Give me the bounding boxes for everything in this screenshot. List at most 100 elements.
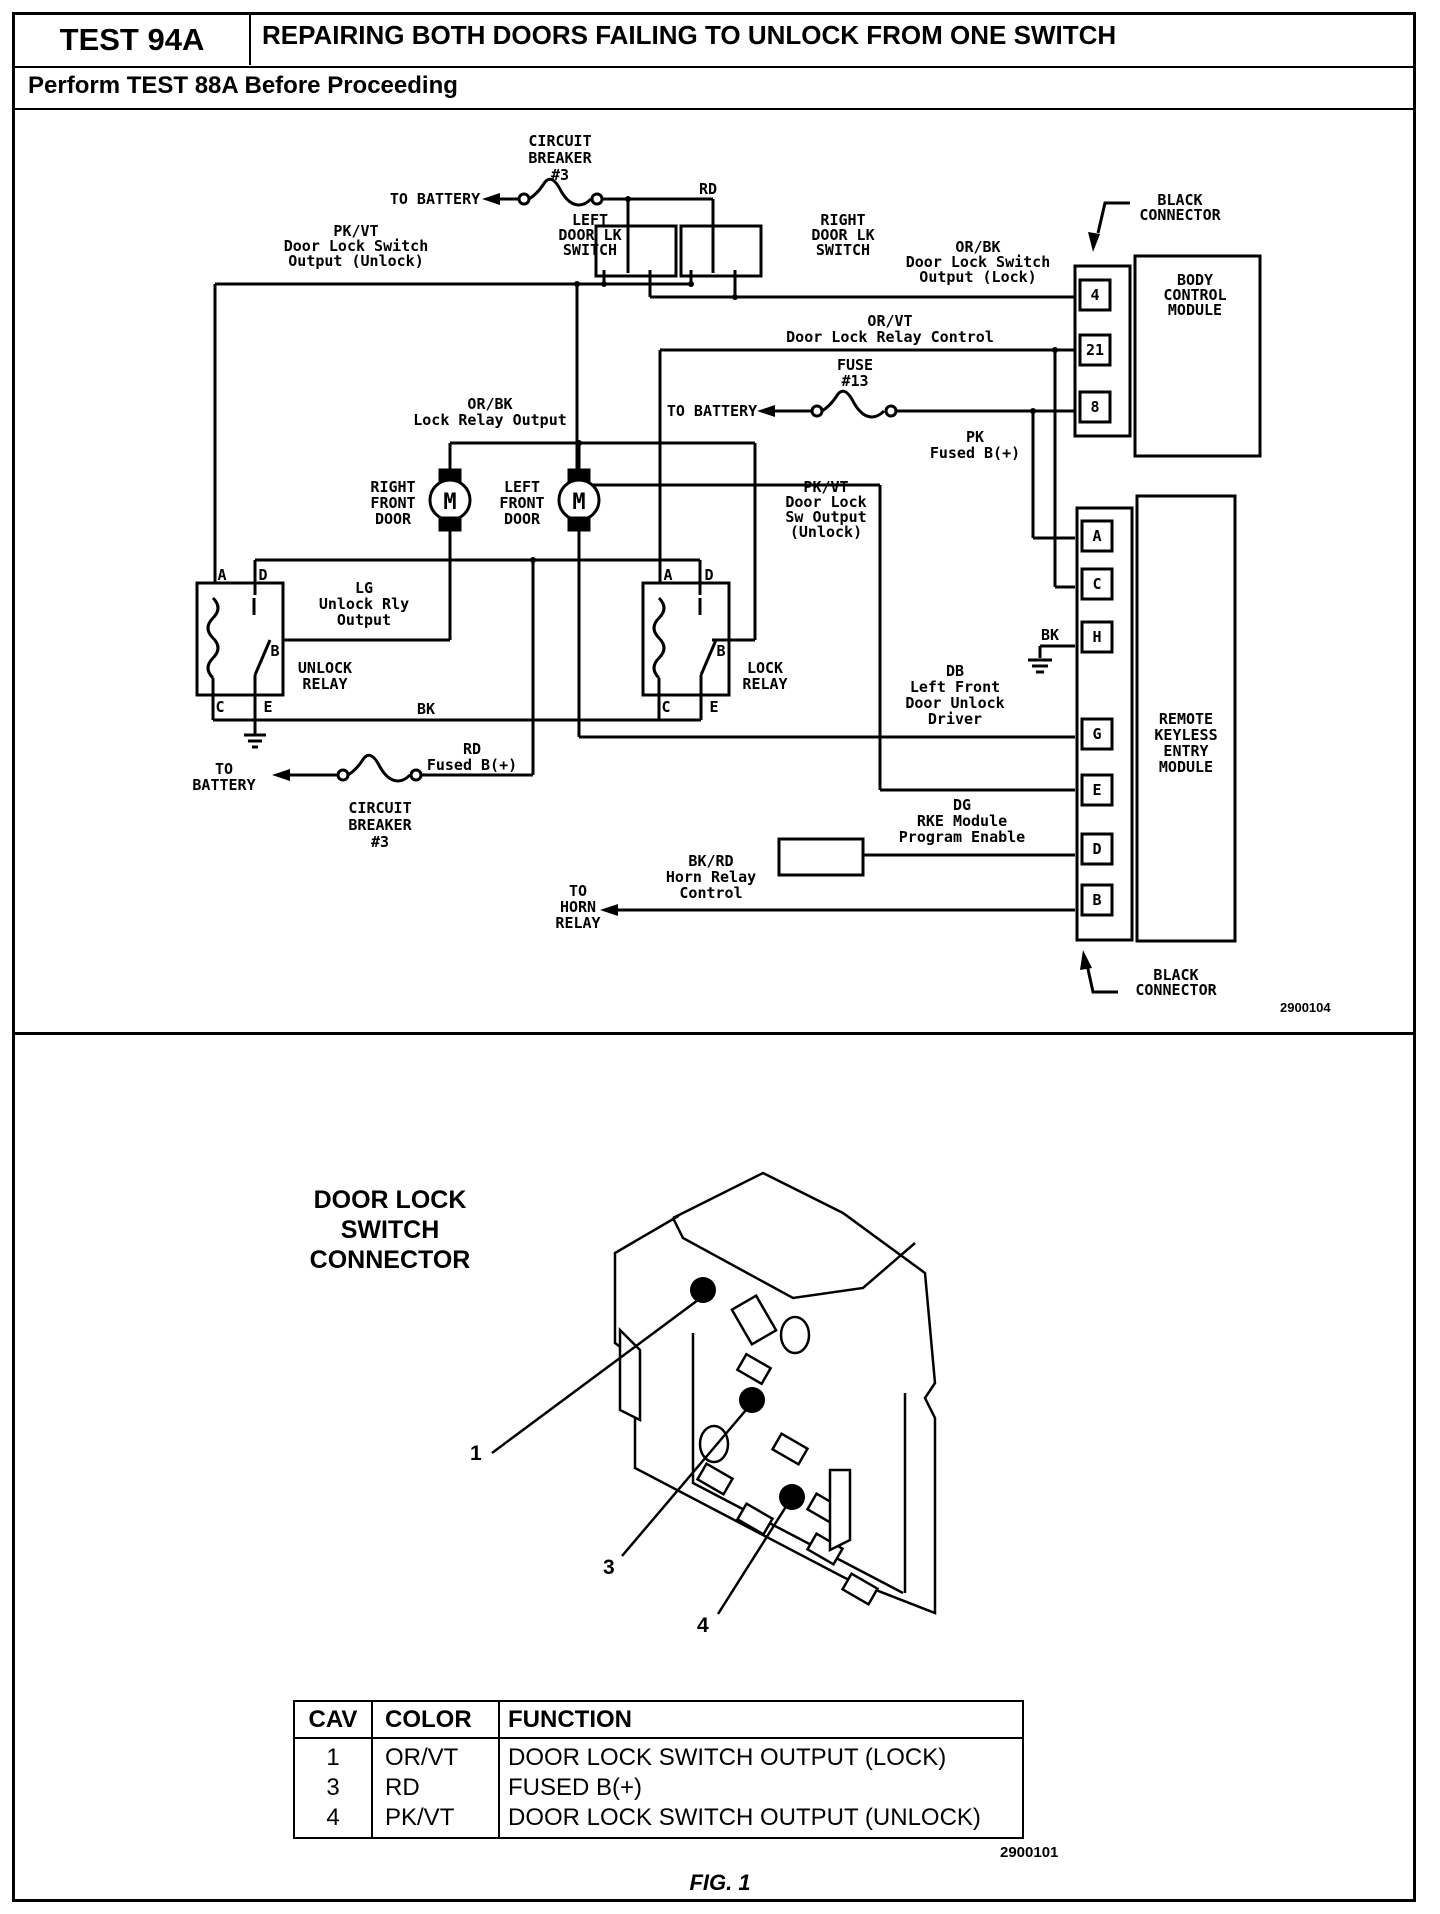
relay-coil [206, 596, 220, 680]
cavity [695, 1461, 735, 1497]
cell-color: RD [372, 1773, 500, 1803]
pin-c: C [661, 698, 670, 716]
arrow-icon [600, 904, 618, 916]
rke-pin-label: G [1092, 725, 1101, 743]
arrow-icon [1080, 950, 1092, 970]
rke-pin-e [1080, 773, 1114, 807]
right-door-lock-switch [679, 224, 763, 278]
connector-title: DOOR LOCK SWITCH CONNECTOR [290, 1185, 490, 1275]
program-enable-connector [777, 837, 865, 877]
cell-color: OR/VT [372, 1738, 500, 1773]
connector-pointer [1084, 959, 1118, 994]
cavity-1-pin [690, 1277, 716, 1303]
callout-leaders [491, 1298, 789, 1615]
rke-pin-label: A [1092, 527, 1101, 545]
terminal [409, 768, 423, 782]
terminal [517, 192, 531, 206]
junction-dot [625, 196, 631, 202]
circuit-breaker-symbol [347, 753, 412, 783]
wires [195, 177, 1262, 994]
test-id: TEST 94A [15, 15, 251, 65]
connector-figure-ref: 2900101 [1000, 1844, 1059, 1861]
latch [618, 1326, 642, 1423]
rke-pin-a [1080, 519, 1114, 553]
pin-b: B [716, 642, 725, 660]
label-bk-h: BK [1041, 626, 1059, 644]
junction-dot [688, 281, 694, 287]
rke-pin-c [1080, 567, 1114, 601]
arrow-icon [1088, 232, 1100, 252]
cavity [730, 1293, 778, 1347]
connector-pointer [1096, 201, 1130, 234]
label-fuse13: FUSE#13 [837, 356, 873, 390]
rke-connector [1075, 506, 1134, 942]
connector-pins [690, 1277, 805, 1510]
cell-cav: 1 [294, 1738, 373, 1773]
header-function: FUNCTION [499, 1701, 1023, 1739]
section-divider [12, 1032, 1416, 1035]
connector-edge [671, 1217, 916, 1300]
cell-color: PK/VT [372, 1803, 500, 1838]
test-title: REPAIRING BOTH DOORS FAILING TO UNLOCK F… [262, 20, 1117, 50]
pin-d: D [258, 566, 267, 584]
rke-pin-d [1080, 832, 1114, 866]
motor-glyph: M [572, 490, 585, 515]
pin-a: A [663, 566, 672, 584]
cavity-table: CAV COLOR FUNCTION 1 OR/VT DOOR LOCK SWI… [293, 1700, 1024, 1839]
cavity-3-pin [739, 1387, 765, 1413]
junction-dot [574, 281, 580, 287]
latch [828, 1468, 852, 1553]
junction-dot [601, 281, 607, 287]
motor-cap [438, 516, 462, 532]
relay-switch [699, 639, 718, 676]
rke-pin-label: D [1092, 840, 1101, 858]
rke-pin-label: E [1092, 781, 1101, 799]
header-color: COLOR [372, 1701, 500, 1739]
relay-coil [652, 596, 666, 680]
terminal [810, 404, 824, 418]
cavity [840, 1571, 880, 1607]
connector-title-line: SWITCH [340, 1216, 440, 1244]
bcm-pin-8 [1078, 390, 1112, 424]
bcm-pin-label: 21 [1086, 341, 1104, 359]
table-row: 3 RD FUSED B(+) [294, 1773, 1023, 1803]
schematic-figure-ref: 2900104 [1280, 1000, 1331, 1015]
motor-cap [567, 516, 591, 532]
connector-body [613, 1171, 937, 1615]
bcm-connector [1073, 264, 1132, 438]
rke-pin-label: C [1092, 575, 1101, 593]
bcm-pin-4 [1078, 278, 1112, 312]
rke-pin-label: B [1092, 891, 1101, 909]
label-to-battery-mid: TO BATTERY [667, 402, 757, 420]
junction-dot [530, 557, 536, 563]
callout-4: 4 [697, 1614, 709, 1637]
arrow-icon [757, 405, 775, 417]
arrowheads [272, 193, 1100, 970]
cell-cav: 4 [294, 1803, 373, 1838]
cell-cav: 3 [294, 1773, 373, 1803]
connector-title-line: CONNECTOR [309, 1246, 471, 1274]
cavity [735, 1352, 773, 1386]
label-to-battery-top: TO BATTERY [390, 190, 480, 208]
arrow-icon [272, 769, 290, 781]
